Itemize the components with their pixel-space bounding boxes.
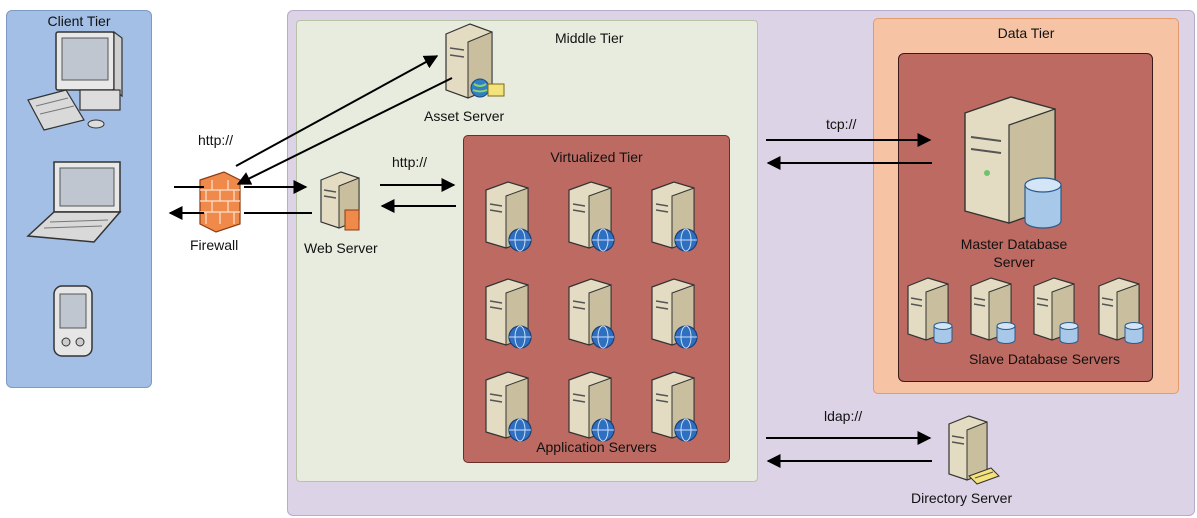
application-server-icon: [568, 181, 615, 252]
firewall-label: Firewall: [190, 237, 239, 253]
ldap-label: ldap://: [824, 408, 863, 424]
slave-database-label: Slave Database Servers: [969, 351, 1120, 367]
firewall-icon: [199, 171, 241, 233]
tcp-label: tcp://: [826, 116, 857, 132]
application-server-icon: [568, 371, 615, 442]
directory-server-label: Directory Server: [911, 490, 1013, 506]
pda-icon: [53, 285, 93, 357]
desktop-computer-icon: [27, 30, 123, 131]
application-server-icon: [485, 278, 532, 349]
asset-server-label: Asset Server: [424, 108, 505, 124]
virtualized-tier-label: Virtualized Tier: [550, 149, 643, 165]
web-server-label: Web Server: [304, 240, 378, 256]
web-http-label: http://: [392, 154, 428, 170]
slave-database-server-icon: [970, 277, 1016, 344]
master-database-label-line2: Server: [993, 254, 1035, 270]
application-server-icon: [651, 371, 698, 442]
slave-database-server-icon: [1098, 277, 1144, 344]
data-tier-label: Data Tier: [997, 25, 1055, 41]
slave-database-server-icon: [907, 277, 953, 344]
slave-database-server-icon: [1033, 277, 1079, 344]
web-server-icon: [320, 171, 360, 231]
firewall-to-asset-arrow: [235, 55, 439, 167]
middle-tier-label: Middle Tier: [555, 30, 624, 46]
application-servers-label: Application Servers: [536, 439, 657, 455]
application-server-icon: [485, 181, 532, 252]
application-server-icon: [651, 278, 698, 349]
application-server-icon: [651, 181, 698, 252]
asset-to-firewall-arrow: [236, 77, 453, 185]
master-database-server-icon: [964, 96, 1062, 229]
master-database-label-line1: Master Database: [960, 236, 1068, 252]
client-http-label: http://: [198, 132, 234, 148]
laptop-icon: [26, 161, 122, 243]
directory-server-icon: [948, 415, 1000, 485]
application-server-icon: [568, 278, 615, 349]
asset-server-icon: [445, 23, 505, 99]
application-server-icon: [485, 371, 532, 442]
client-tier-label: Client Tier: [47, 13, 111, 29]
